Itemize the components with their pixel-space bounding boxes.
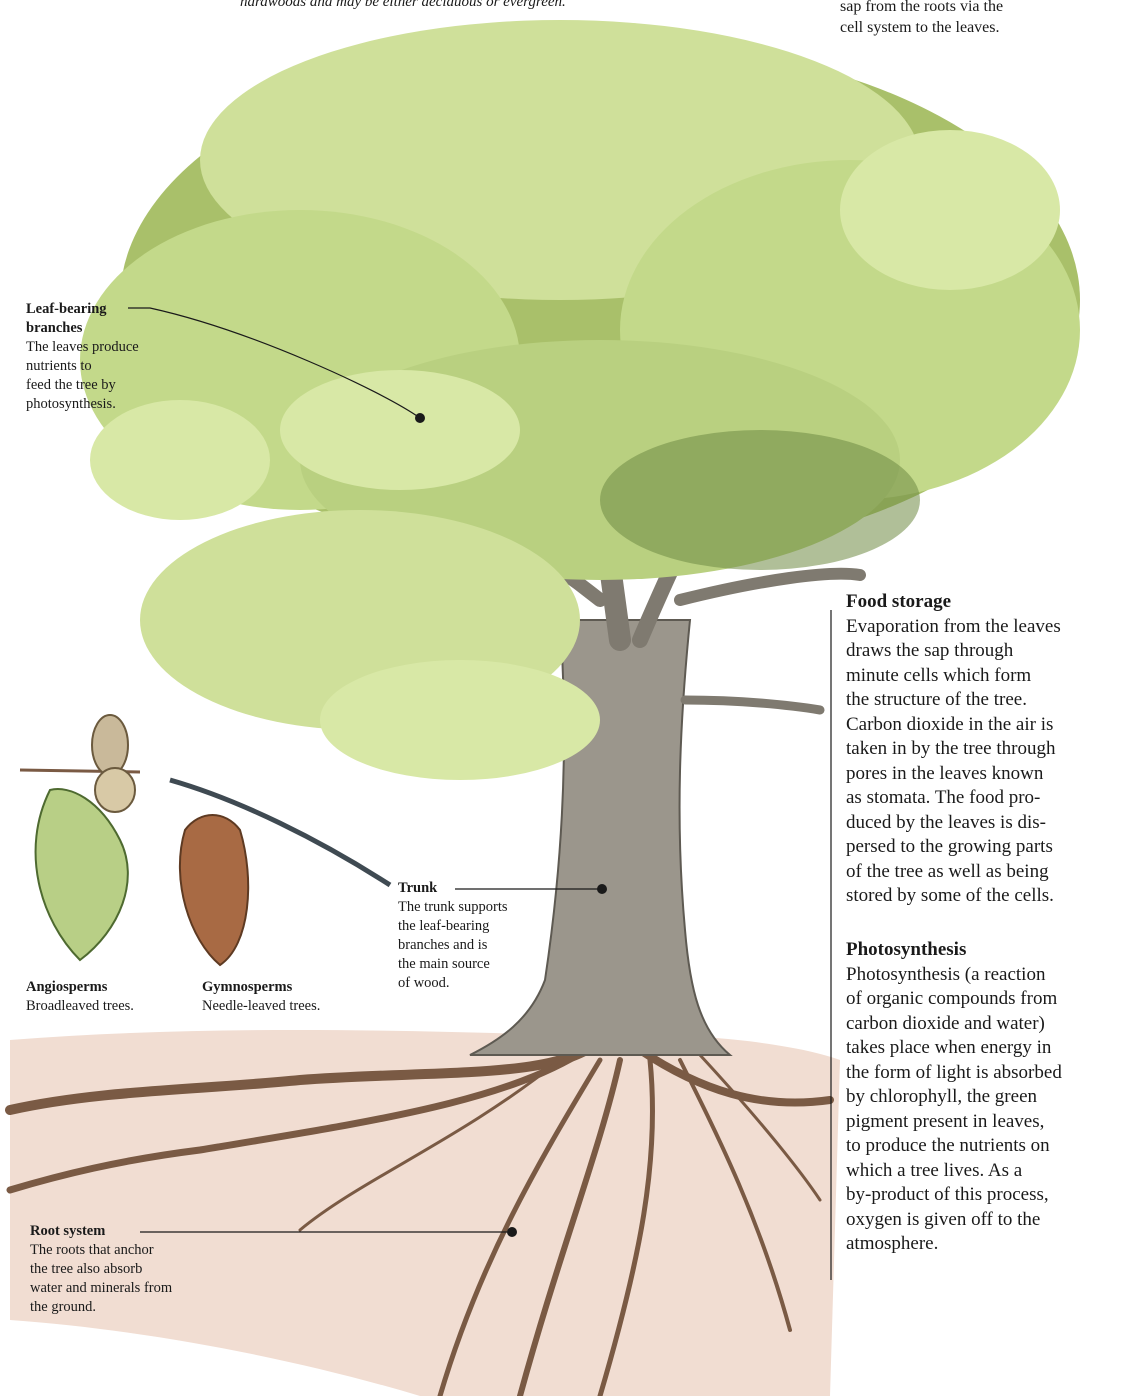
panel-line: the form of light is absorbed (846, 1061, 1062, 1086)
panel-line: takes place when energy in (846, 1036, 1062, 1061)
label-title: Angiosperms (26, 978, 134, 997)
panel-line: stored by some of the cells. (846, 884, 1061, 909)
panel-line: by chlorophyll, the green (846, 1085, 1062, 1110)
pine-cone-needles (170, 780, 390, 965)
label-text: the leaf-bearing (398, 917, 508, 936)
label-text: of wood. (398, 974, 508, 993)
label-text: The roots that anchor (30, 1241, 172, 1260)
label-leaf-branches: Leaf-bearing branches The leaves produce… (26, 300, 139, 414)
label-text: Broadleaved trees. (26, 997, 134, 1016)
label-text: the tree also absorb (30, 1260, 172, 1279)
label-title: Leaf-bearing (26, 300, 139, 319)
top-right-line: sap from the roots via the (840, 0, 1003, 17)
label-root-system: Root system The roots that anchor the tr… (30, 1222, 172, 1317)
label-text: The trunk supports (398, 898, 508, 917)
label-text: the main source (398, 955, 508, 974)
label-text: The leaves produce (26, 338, 139, 357)
panel-line: draws the sap through (846, 639, 1061, 664)
panel-line: pores in the leaves known (846, 762, 1061, 787)
label-text: photosynthesis. (26, 395, 139, 414)
top-right-fragment: sap from the roots via the cell system t… (840, 0, 1003, 38)
panel-line: carbon dioxide and water) (846, 1012, 1062, 1037)
label-text: feed the tree by (26, 376, 139, 395)
panel-line: taken in by the tree through (846, 737, 1061, 762)
label-text: the ground. (30, 1298, 172, 1317)
label-trunk: Trunk The trunk supports the leaf-bearin… (398, 879, 508, 993)
label-angiosperms: Angiosperms Broadleaved trees. (26, 978, 134, 1016)
top-right-line: cell system to the leaves. (840, 17, 1003, 38)
oak-leaf-acorn (20, 715, 140, 960)
panel-line: oxygen is given off to the (846, 1208, 1062, 1233)
label-title: Gymnosperms (202, 978, 320, 997)
label-title: branches (26, 319, 139, 338)
label-text: water and minerals from (30, 1279, 172, 1298)
photosynthesis-title: Photosynthesis (846, 938, 1062, 963)
panel-line: Photosynthesis (a reaction (846, 963, 1062, 988)
label-text: nutrients to (26, 357, 139, 376)
label-gymnosperms: Gymnosperms Needle-leaved trees. (202, 978, 320, 1016)
label-title: Root system (30, 1222, 172, 1241)
panel-line: pigment present in leaves, (846, 1110, 1062, 1135)
panel-line: of the tree as well as being (846, 860, 1061, 885)
panel-line: the structure of the tree. (846, 688, 1061, 713)
panel-line: to produce the nutrients on (846, 1134, 1062, 1159)
panel-line: Carbon dioxide in the air is (846, 713, 1061, 738)
panel-line: by-product of this process, (846, 1183, 1062, 1208)
panel-line: persed to the growing parts (846, 835, 1061, 860)
panel-line: duced by the leaves is dis- (846, 811, 1061, 836)
label-title: Trunk (398, 879, 508, 898)
food-storage-title: Food storage (846, 590, 1061, 615)
panel-line: as stomata. The food pro- (846, 786, 1061, 811)
panel-line: Evaporation from the leaves (846, 615, 1061, 640)
label-text: Needle-leaved trees. (202, 997, 320, 1016)
panel-line: atmosphere. (846, 1232, 1062, 1257)
top-caption: hardwoods and may be either deciduous or… (240, 0, 566, 11)
label-text: branches and is (398, 936, 508, 955)
panel-line: of organic compounds from (846, 987, 1062, 1012)
panel-line: which a tree lives. As a (846, 1159, 1062, 1184)
photosynthesis-panel: Photosynthesis Photosynthesis (a reactio… (846, 938, 1062, 1257)
food-storage-panel: Food storage Evaporation from the leaves… (846, 590, 1061, 909)
panel-line: minute cells which form (846, 664, 1061, 689)
